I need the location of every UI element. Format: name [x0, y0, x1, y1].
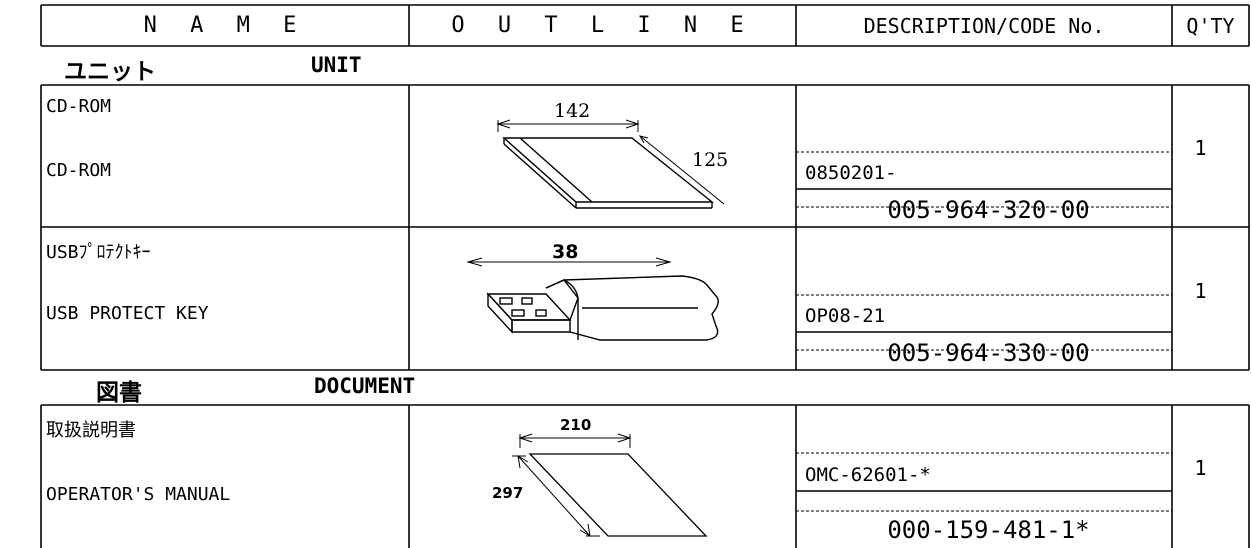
section-document-en: DOCUMENT	[314, 374, 416, 398]
item-name-jp: 取扱説明書	[46, 420, 136, 441]
item-part-number: 000-159-481-1*	[887, 516, 1090, 544]
dim-125: 125	[692, 149, 728, 171]
manual-outline-drawing: 210 297	[492, 416, 708, 537]
header-description: DESCRIPTION/CODE No.	[863, 13, 1105, 38]
cd-rom-outline-drawing: 142 125	[496, 100, 728, 209]
item-name-jp: CD-ROM	[46, 96, 112, 117]
section-unit-en: UNIT	[311, 53, 362, 77]
header-outline: O U T L I N E	[451, 13, 754, 38]
usb-key-outline-drawing: 38	[466, 241, 719, 341]
item-qty: 1	[1194, 136, 1207, 160]
header-qty: Q'TY	[1186, 13, 1235, 38]
item-part-number: 005-964-320-00	[887, 196, 1090, 224]
item-code: 0850201-	[805, 162, 897, 184]
section-document-jp: 図書	[96, 380, 142, 406]
item-name-jp: USBﾌﾟﾛﾃｸﾄｷｰ	[46, 242, 151, 263]
item-code: OP08-21	[805, 305, 886, 327]
dim-297: 297	[492, 484, 523, 502]
dim-142: 142	[554, 100, 590, 122]
dim-210: 210	[560, 416, 591, 434]
item-qty: 1	[1194, 279, 1207, 303]
item-name-en: CD-ROM	[46, 160, 112, 181]
item-name-en: OPERATOR'S MANUAL	[46, 484, 231, 505]
section-unit-jp: ユニット	[64, 59, 156, 85]
item-code: OMC-62601-*	[805, 464, 931, 486]
header-name: N A M E	[143, 13, 307, 38]
dim-38: 38	[552, 241, 578, 263]
item-part-number: 005-964-330-00	[887, 339, 1090, 367]
item-name-en: USB PROTECT KEY	[46, 303, 209, 324]
item-qty: 1	[1194, 456, 1207, 480]
